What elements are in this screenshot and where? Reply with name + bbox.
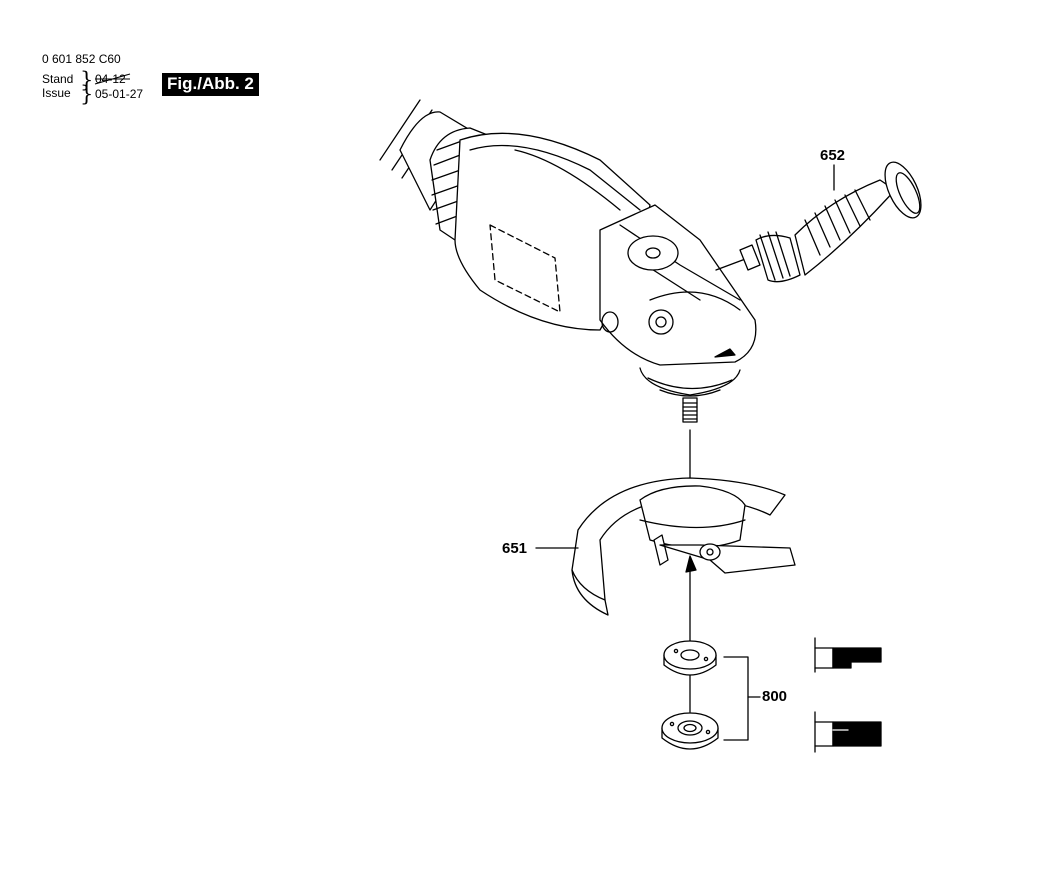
brace-icon: } [80,82,94,106]
explode-axis [715,257,749,271]
auxiliary-handle [739,161,922,283]
callout-652: 652 [820,147,846,164]
wheel-guard [571,477,796,616]
clamping-nut [661,712,719,750]
callout-800: 800 [762,688,788,705]
issue-label: Issue [42,86,71,100]
brace-icon: } [80,68,94,92]
figure-tag: Fig./Abb. 2 [162,73,259,96]
flange-section-symbol [814,637,882,673]
nut-section-symbol [814,711,882,753]
mounting-flange [663,640,717,676]
callout-651: 651 [502,540,528,557]
stand-label: Stand [42,72,74,86]
drawing-number: 0 601 852 C60 [42,52,121,66]
callout-bracket [723,656,749,741]
grinder-body [379,99,757,423]
issue-date: 05-01-27 [95,87,144,101]
